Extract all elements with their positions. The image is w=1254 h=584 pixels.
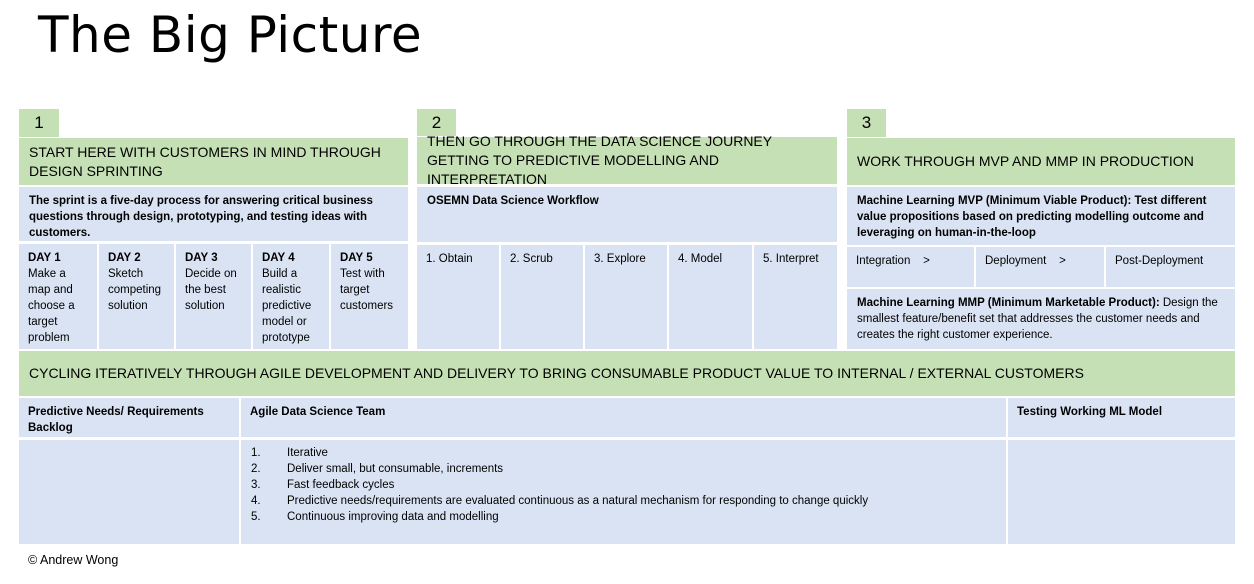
testing-header: Testing Working ML Model [1008,398,1235,437]
section2-number: 2 [417,109,456,136]
testing-body [1008,440,1235,544]
list-item: 3.Fast feedback cycles [251,479,395,491]
day-1-cell: DAY 1 Make a map and choose a target pro… [19,244,97,349]
section1-header: START HERE WITH CUSTOMERS IN MIND THROUG… [19,138,408,185]
agile-team-body: 1.Iterative 2.Deliver small, but consuma… [241,440,1006,544]
day-label: DAY 5 [340,252,373,264]
osemn-step-scrub: 2. Scrub [501,245,583,349]
agile-team-header: Agile Data Science Team [241,398,1006,437]
agile-principles-list: 1.Iterative 2.Deliver small, but consuma… [251,445,997,525]
osemn-step-obtain: 1. Obtain [417,245,499,349]
section3-header: WORK THROUGH MVP AND MMP IN PRODUCTION [847,138,1235,185]
day-text: Test with target customers [340,268,394,312]
day-label: DAY 4 [262,252,295,264]
day-text: Sketch competing solution [108,268,162,312]
section1-description: The sprint is a five-day process for ans… [19,187,408,241]
day-text: Decide on the best solution [185,268,237,312]
day-2-cell: DAY 2 Sketch competing solution [99,244,174,349]
day-text: Make a map and choose a target problem [28,268,75,344]
copyright-footer: © Andrew Wong [28,553,119,567]
list-item: 5.Continuous improving data and modellin… [251,511,499,523]
day-label: DAY 3 [185,252,218,264]
day-3-cell: DAY 3 Decide on the best solution [176,244,251,349]
mmp-text: Design the smallest feature/benefit set … [857,297,1218,341]
osemn-step-model: 4. Model [669,245,752,349]
phase-integration: Integration > [847,247,974,287]
mvp-description: Machine Learning MVP (Minimum Viable Pro… [847,187,1235,245]
osemn-step-interpret: 5. Interpret [754,245,837,349]
page-title: The Big Picture [38,6,423,64]
phase-post-deployment: Post-Deployment [1106,247,1235,287]
day-5-cell: DAY 5 Test with target customers [331,244,408,349]
day-label: DAY 2 [108,252,141,264]
day-4-cell: DAY 4 Build a realistic predictive model… [253,244,329,349]
section2-header: THEN GO THROUGH THE DATA SCIENCE JOURNEY… [417,133,837,187]
day-text: Build a realistic predictive model or pr… [262,268,312,344]
cycle-header: CYCLING ITERATIVELY THROUGH AGILE DEVELO… [19,351,1235,396]
osemn-step-explore: 3. Explore [585,245,667,349]
phase-deployment: Deployment > [976,247,1104,287]
section1-number: 1 [19,109,59,137]
backlog-header: Predictive Needs/ Requirements Backlog [19,398,239,437]
backlog-body [19,440,239,544]
list-item: 2.Deliver small, but consumable, increme… [251,463,504,475]
section3-number: 3 [847,109,886,137]
list-item: 4.Predictive needs/requirements are eval… [251,495,869,507]
section2-description: OSEMN Data Science Workflow [417,187,837,242]
mmp-title: Machine Learning MMP (Minimum Marketable… [857,297,1160,309]
mmp-description: Machine Learning MMP (Minimum Marketable… [847,289,1235,349]
list-item: 1.Iterative [251,447,328,459]
day-label: DAY 1 [28,252,61,264]
